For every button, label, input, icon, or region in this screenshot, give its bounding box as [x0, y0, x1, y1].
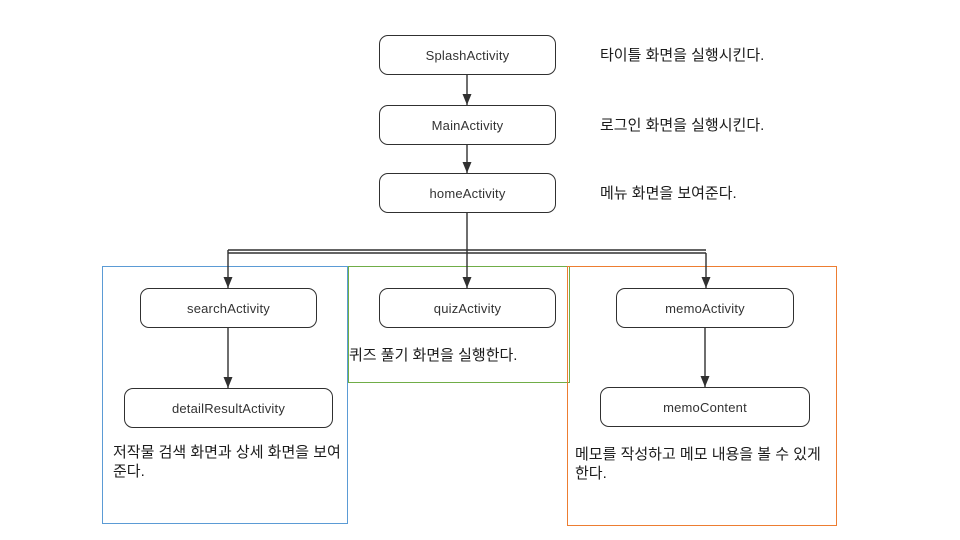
- node-main-activity: MainActivity: [379, 105, 556, 145]
- node-memo-activity: memoActivity: [616, 288, 794, 328]
- note-splash: 타이틀 화면을 실행시킨다.: [600, 46, 765, 64]
- note-memo: 메모를 작성하고 메모 내용을 볼 수 있게 한다.: [575, 446, 821, 482]
- node-memo-content: memoContent: [600, 387, 810, 427]
- note-search: 저작물 검색 화면과 상세 화면을 보여 준다.: [113, 444, 341, 480]
- note-quiz: 퀴즈 풀기 화면을 실행한다.: [349, 347, 518, 364]
- node-splash-activity: SplashActivity: [379, 35, 556, 75]
- node-home-activity: homeActivity: [379, 173, 556, 213]
- node-detail-result-activity: detailResultActivity: [124, 388, 333, 428]
- note-main: 로그인 화면을 실행시킨다.: [600, 116, 765, 134]
- search-group-frame: [102, 266, 348, 524]
- note-home: 메뉴 화면을 보여준다.: [600, 184, 737, 202]
- quiz-group-frame: [348, 266, 570, 383]
- node-search-activity: searchActivity: [140, 288, 317, 328]
- memo-group-frame: [567, 266, 837, 526]
- node-quiz-activity: quizActivity: [379, 288, 556, 328]
